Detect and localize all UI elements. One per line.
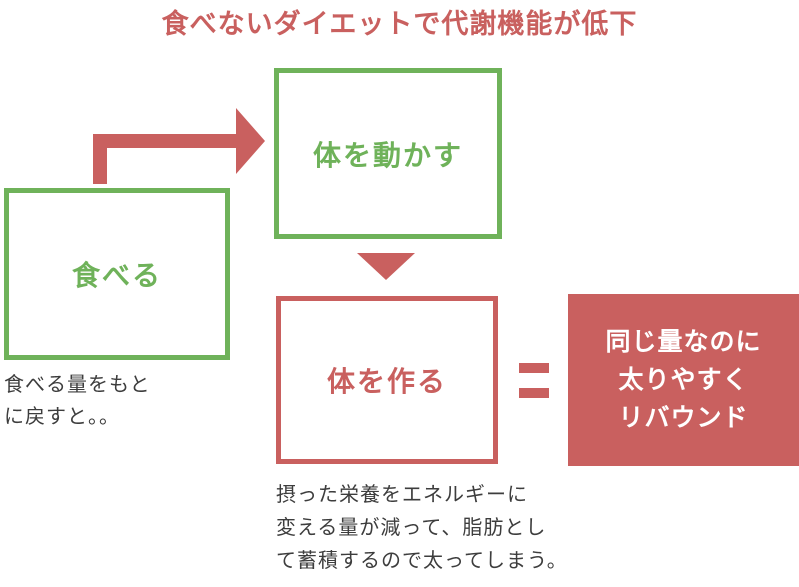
note-eat: 食べる量をもと に戻すと。。 (4, 368, 151, 432)
triangle-down-icon (357, 253, 415, 280)
result-line-3: リバウンド (618, 403, 749, 432)
note-eat-line-2: に戻すと。。 (4, 404, 120, 428)
node-move-label: 体を動かす (312, 138, 463, 172)
result-line-2: 太りやすく (618, 365, 749, 394)
note-eat-line-1: 食べる量をもと (4, 372, 151, 396)
equals-icon (519, 363, 549, 398)
node-move: 体を動かす (274, 68, 502, 239)
node-eat-label: 食べる (71, 259, 162, 292)
note-build-line-1: 摂った栄養をエネルギーに (276, 482, 528, 506)
node-build-label: 体を作る (326, 365, 447, 398)
result-line-1: 同じ量なのに (605, 327, 762, 356)
node-build: 体を作る (276, 296, 498, 464)
result-box: 同じ量なのに 太りやすく リバウンド (568, 294, 799, 466)
note-build-line-3: て蓄積するので太ってしまう。 (276, 548, 568, 572)
node-eat: 食べる (4, 188, 230, 360)
note-build-line-2: 変える量が減って、脂肪とし (276, 515, 547, 539)
note-build: 摂った栄養をエネルギーに 変える量が減って、脂肪とし て蓄積するので太ってしまう… (276, 478, 568, 577)
diagram-title: 食べないダイエットで代謝機能が低下 (161, 9, 638, 40)
elbow-arrow-right-icon (93, 108, 265, 184)
